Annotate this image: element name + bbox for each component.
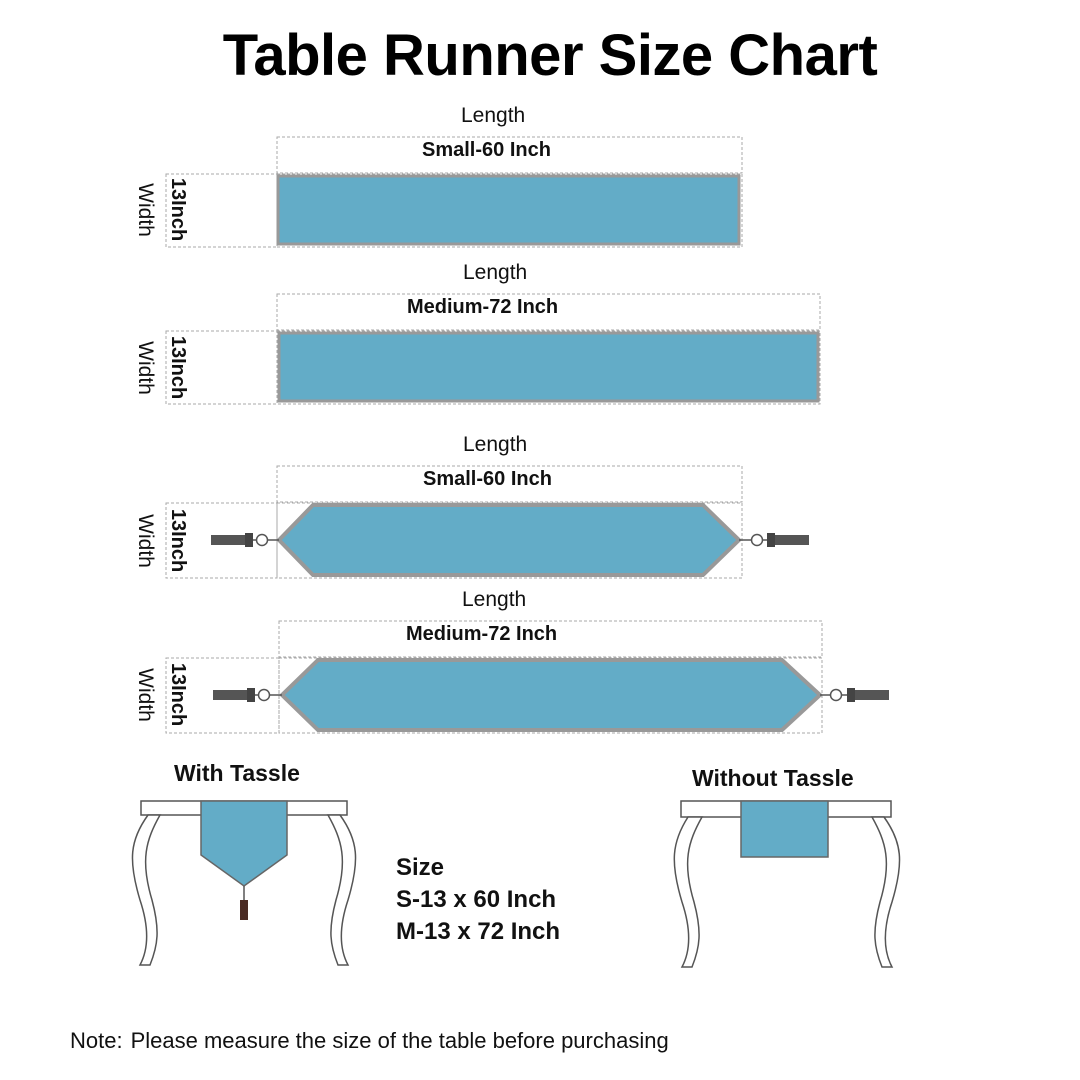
runner-medium-plain bbox=[165, 293, 821, 405]
runner-hanging bbox=[200, 800, 288, 887]
table-without-tassel-illustration bbox=[673, 800, 901, 968]
tassel-ring-icon bbox=[750, 533, 764, 547]
tassel-ring-icon bbox=[255, 533, 269, 547]
length-label-medium-plain: Length bbox=[463, 261, 528, 284]
size-label-small-tassel: Small-60 Inch bbox=[423, 468, 552, 490]
page-title: Table Runner Size Chart bbox=[222, 23, 878, 88]
table-leg-right bbox=[870, 816, 901, 968]
size-info: Size S-13 x 60 Inch M-13 x 72 Inch bbox=[396, 852, 560, 948]
table-leg-left bbox=[673, 816, 704, 968]
size-label-medium-plain: Medium-72 Inch bbox=[407, 296, 559, 318]
runner-body bbox=[276, 503, 742, 577]
tassel-ring-icon bbox=[257, 688, 271, 702]
size-medium: M-13 x 72 Inch bbox=[396, 918, 561, 945]
runner-body bbox=[276, 174, 741, 246]
tassel-icon bbox=[213, 688, 255, 702]
table-leg-right bbox=[326, 814, 357, 966]
runner-guide-box bbox=[276, 330, 821, 405]
without-tassel-label: Without Tassle bbox=[692, 765, 854, 791]
runner-hanging bbox=[740, 800, 829, 858]
runner-small-plain bbox=[165, 136, 743, 248]
width-guide-box bbox=[165, 173, 278, 248]
table-with-tassel-illustration bbox=[131, 800, 357, 966]
runner-body bbox=[277, 331, 820, 403]
length-label-small-tassel: Length bbox=[463, 433, 528, 456]
runner-small-tassel bbox=[165, 465, 809, 579]
runner-guide-box bbox=[276, 173, 743, 248]
width-guide-box bbox=[165, 330, 278, 405]
runner-body bbox=[279, 658, 823, 732]
size-heading: Size bbox=[396, 854, 445, 881]
length-guide-box bbox=[276, 465, 743, 503]
tassel-icon bbox=[847, 688, 889, 702]
note-text: Please measure the size of the table bef… bbox=[130, 1028, 669, 1053]
note: Note: Please measure the size of the tabl… bbox=[70, 1028, 677, 1054]
tassel-icon bbox=[240, 900, 248, 920]
size-small: S-13 x 60 Inch bbox=[396, 886, 557, 913]
length-label-medium-tassel: Length bbox=[462, 588, 527, 611]
tassel-icon bbox=[211, 533, 253, 547]
length-guide-box bbox=[278, 620, 823, 658]
runner-medium-tassel bbox=[165, 620, 889, 734]
length-label-small-plain: Length bbox=[461, 104, 526, 127]
size-label-medium-tassel: Medium-72 Inch bbox=[406, 623, 558, 645]
note-prefix: Note: bbox=[70, 1028, 123, 1053]
size-label-small-plain: Small-60 Inch bbox=[422, 139, 551, 161]
tassel-ring-icon bbox=[829, 688, 843, 702]
length-guide-box bbox=[276, 293, 821, 331]
width-guide-box bbox=[165, 502, 278, 579]
length-guide-box bbox=[276, 136, 743, 174]
table-leg-left bbox=[131, 814, 162, 966]
tassel-icon bbox=[767, 533, 809, 547]
with-tassel-label: With Tassle bbox=[174, 760, 300, 786]
